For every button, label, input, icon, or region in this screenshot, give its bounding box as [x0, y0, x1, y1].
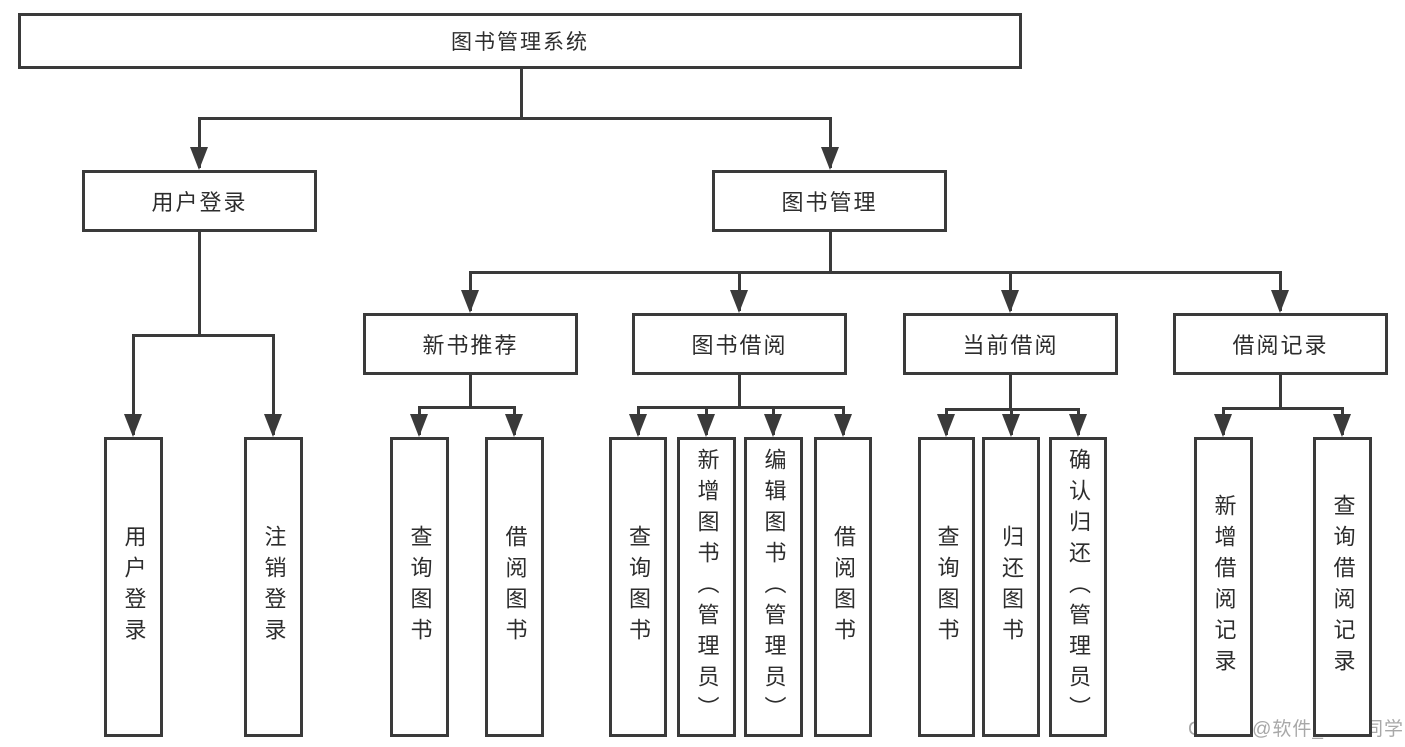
node-leaf-add-borrow-record: 新增借阅记录	[1194, 437, 1253, 737]
node-leaf-edit-books: 编辑图书（管理员）	[744, 437, 803, 737]
node-book-borrowing: 图书借阅	[632, 313, 847, 375]
node-leaf-query-books-3: 查询图书	[918, 437, 975, 737]
arrow-down-icon	[505, 414, 523, 437]
arrow-down-icon	[1001, 290, 1019, 313]
arrow-down-icon	[1333, 414, 1351, 437]
node-leaf-query-books-1: 查询图书	[390, 437, 449, 737]
node-borrowing-records: 借阅记录	[1173, 313, 1388, 375]
node-leaf-query-borrow-record: 查询借阅记录	[1313, 437, 1372, 737]
arrow-down-icon	[1214, 414, 1232, 437]
node-label-leaf-edit-books: 编辑图书（管理员）	[761, 447, 787, 727]
connector-rail-root	[197, 116, 832, 120]
arrow-down-icon	[124, 414, 142, 437]
node-label-root: 图书管理系统	[451, 31, 589, 54]
node-leaf-return-books: 归还图书	[982, 437, 1040, 737]
node-leaf-add-books: 新增图书（管理员）	[677, 437, 736, 737]
connector-rail-book-borrowing	[636, 405, 845, 409]
node-label-book-borrowing: 图书借阅	[691, 333, 788, 358]
node-leaf-query-books-2: 查询图书	[609, 437, 667, 737]
node-label-leaf-add-borrow-record: 新增借阅记录	[1211, 494, 1237, 680]
node-current-borrowing: 当前借阅	[903, 313, 1118, 375]
connector-stem-book-management	[828, 232, 832, 272]
connector-stem-root	[519, 69, 523, 118]
arrow-down-icon	[821, 147, 839, 170]
node-user-login: 用户登录	[82, 170, 317, 232]
node-label-book-management: 图书管理	[781, 190, 878, 215]
node-label-new-book-recommend: 新书推荐	[422, 333, 519, 358]
node-label-leaf-user-login: 用户登录	[121, 525, 147, 649]
arrow-down-icon	[1271, 290, 1289, 313]
arrow-down-icon	[937, 414, 955, 437]
node-book-management: 图书管理	[712, 170, 947, 232]
connector-drop-root	[828, 118, 832, 168]
node-label-leaf-borrow-books-2: 借阅图书	[831, 525, 856, 649]
node-new-book-recommend: 新书推荐	[363, 313, 578, 375]
connector-stem-new-book-recommend	[468, 375, 472, 407]
arrow-down-icon	[410, 414, 428, 437]
node-label-leaf-query-books-1: 查询图书	[407, 525, 433, 649]
connector-rail-user-login	[131, 333, 275, 337]
node-label-leaf-borrow-books-1: 借阅图书	[502, 525, 528, 649]
node-leaf-borrow-books-2: 借阅图书	[814, 437, 872, 737]
arrow-down-icon	[629, 414, 647, 437]
arrow-down-icon	[730, 290, 748, 313]
connector-drop-user-login	[131, 335, 135, 435]
connector-drop-user-login	[271, 335, 275, 435]
connector-stem-borrowing-records	[1278, 375, 1282, 408]
node-leaf-borrow-books-1: 借阅图书	[485, 437, 544, 737]
node-label-leaf-return-books: 归还图书	[999, 525, 1024, 649]
arrow-down-icon	[1069, 414, 1087, 437]
arrow-down-icon	[697, 414, 715, 437]
connector-rail-book-management	[468, 270, 1282, 274]
node-label-leaf-confirm-return: 确认归还（管理员）	[1066, 447, 1091, 727]
node-label-current-borrowing: 当前借阅	[962, 333, 1059, 358]
arrow-down-icon	[264, 414, 282, 437]
node-label-user-login: 用户登录	[151, 190, 248, 215]
arrow-down-icon	[461, 290, 479, 313]
connector-rail-new-book-recommend	[417, 405, 516, 409]
node-leaf-confirm-return: 确认归还（管理员）	[1049, 437, 1107, 737]
node-label-leaf-add-books: 新增图书（管理员）	[694, 447, 720, 727]
connector-stem-current-borrowing	[1008, 375, 1012, 409]
connector-rail-borrowing-records	[1221, 406, 1344, 410]
connector-drop-root	[197, 118, 201, 168]
node-label-borrowing-records: 借阅记录	[1232, 333, 1329, 358]
node-label-leaf-query-books-2: 查询图书	[626, 525, 651, 649]
node-leaf-logout: 注销登录	[244, 437, 303, 737]
node-label-leaf-logout: 注销登录	[261, 525, 287, 649]
node-leaf-user-login: 用户登录	[104, 437, 163, 737]
connector-stem-user-login	[197, 232, 201, 335]
arrow-down-icon	[1002, 414, 1020, 437]
arrow-down-icon	[834, 414, 852, 437]
node-root: 图书管理系统	[18, 13, 1022, 69]
arrow-down-icon	[190, 147, 208, 170]
node-label-leaf-query-books-3: 查询图书	[934, 525, 960, 649]
node-label-leaf-query-borrow-record: 查询借阅记录	[1330, 494, 1356, 680]
arrow-down-icon	[764, 414, 782, 437]
connector-stem-book-borrowing	[737, 375, 741, 407]
